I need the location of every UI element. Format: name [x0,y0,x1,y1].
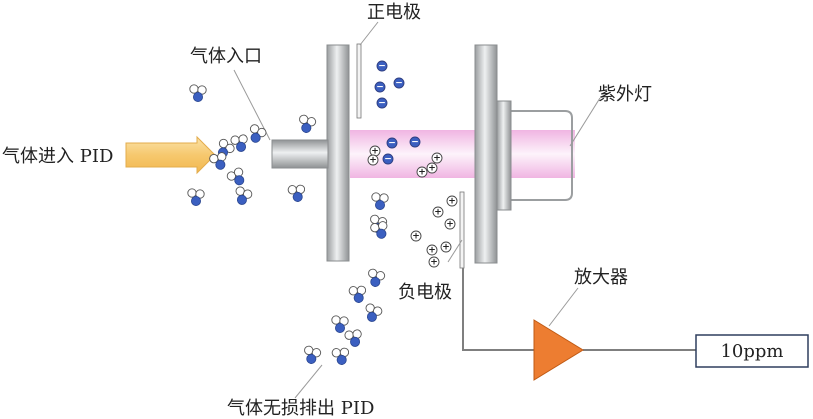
positive-ion: + [444,218,456,230]
positive-ion: + [416,166,428,178]
positive-electrode-plate [356,43,362,119]
gas-molecule [299,114,317,133]
positive-ion: + [367,154,379,166]
svg-text:+: + [428,246,436,256]
svg-text:+: + [418,168,426,178]
leader-gas-inlet [233,69,271,141]
gas-molecule [371,192,389,210]
negative-ion: − [386,137,398,149]
leader-gas-exit [294,364,323,399]
gas-molecule [226,167,245,186]
gas-in-arrow [125,135,216,175]
positive-ion: + [369,145,381,157]
gas-molecule [209,152,227,170]
label-gas-exit: 气体无损排出 PID [227,398,374,419]
readout-value: 10ppm [720,341,783,362]
svg-text:−: − [395,79,403,89]
positive-ion: + [431,152,443,164]
gas-molecule [189,84,207,102]
svg-text:−: − [384,155,392,165]
right-electrode-column [474,44,498,264]
amplifier-triangle [533,319,584,381]
gas-molecule [187,188,205,206]
gas-molecule [287,184,306,202]
positive-ion: + [440,241,452,253]
positive-ion: + [410,230,422,242]
svg-text:+: + [433,154,441,164]
leader-amplifier [548,287,579,327]
svg-text:+: + [412,232,420,242]
negative-electrode-plate [459,191,465,269]
negative-ion: − [376,97,388,109]
gas-molecule [235,186,253,205]
label-positive-electrode: 正电极 [367,2,421,23]
svg-text:+: + [442,243,450,253]
label-negative-electrode: 负电极 [398,282,452,303]
gas-molecule [348,285,367,303]
leader-uv-lamp [569,97,601,147]
gas-molecule [365,303,383,322]
gas-molecule [368,268,386,287]
gas-molecule [370,221,388,239]
negative-ion: − [393,77,405,89]
svg-text:−: − [378,99,386,109]
positive-ion: + [432,206,444,218]
gas-molecule [249,124,267,143]
svg-text:−: − [411,138,419,148]
positive-ion: + [428,256,440,268]
readout-box [695,334,809,368]
uv-lamp-housing [500,110,573,201]
svg-text:+: + [371,147,379,157]
label-amplifier: 放大器 [574,267,628,288]
gas-molecule [344,329,362,347]
negative-ion: − [376,60,388,72]
leader-negative-electrode [447,239,463,263]
gas-molecule [331,315,349,333]
svg-text:+: + [446,220,454,230]
gas-inlet-tube [271,139,329,169]
particles: −−−−−−−++++++++++++ [187,60,458,365]
gas-molecule [331,347,350,365]
leader-positive-electrode [359,21,379,46]
negative-ion: − [382,153,394,165]
label-uv-lamp: 紫外灯 [598,84,652,105]
svg-text:+: + [434,208,442,218]
positive-ion: + [426,244,438,256]
negative-ion: − [409,136,421,148]
svg-text:+: + [369,156,377,166]
left-electrode-column [326,44,350,262]
gas-molecule [230,134,248,152]
gas-molecule [304,345,322,364]
negative-ion: − [374,81,386,93]
svg-text:−: − [376,83,384,93]
positive-ion: + [426,162,438,174]
signal-wire [462,268,534,351]
label-gas-into-pid: 气体进入 PID [2,146,113,167]
svg-text:−: − [378,62,386,72]
label-gas-inlet: 气体入口 [190,46,262,67]
positive-ion: + [446,195,458,207]
svg-text:+: + [430,258,438,268]
svg-text:+: + [428,164,436,174]
svg-text:−: − [388,139,396,149]
svg-text:+: + [448,197,456,207]
lamp-collar [496,100,512,211]
